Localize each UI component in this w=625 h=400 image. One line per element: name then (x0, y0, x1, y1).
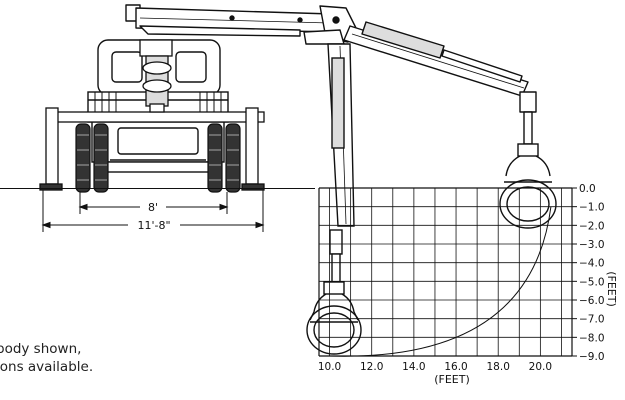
caption: body shown, ions available. (0, 340, 93, 376)
y-tick-label: 0.0 (579, 183, 596, 195)
dimension-outer-width: 11'-8" (137, 219, 170, 232)
grapple-upper (499, 143, 557, 229)
x-axis-ticks: 10.0 12.0 14.0 16.0 18.0 20.0 (318, 361, 552, 373)
caption-line-2: ions available. (0, 359, 94, 375)
truck-wheels (75, 123, 241, 193)
x-tick-label: 18.0 (487, 361, 510, 373)
y-tick-label: −7.0 (579, 314, 605, 326)
crane-mast (139, 39, 173, 113)
outrigger-leg-left (45, 107, 59, 185)
y-tick-label: −1.0 (579, 202, 605, 214)
wheel-right-inner (207, 123, 223, 193)
y-axis-ticks: 0.0 −1.0 −2.0 −3.0 −4.0 −5.0 −6.0 −7.0 −8.0 −9.0 (572, 183, 605, 363)
y-axis-label: (FEET) (605, 271, 618, 307)
dimension-inner-width: 8' (148, 201, 158, 214)
x-tick-label: 12.0 (360, 361, 383, 373)
x-tick-label: 16.0 (444, 361, 467, 373)
y-tick-label: −3.0 (579, 239, 605, 251)
x-axis-label: (FEET) (434, 373, 470, 386)
wheel-right-outer (225, 123, 241, 193)
dimension-lines (41, 190, 265, 232)
x-tick-label: 14.0 (402, 361, 425, 373)
outrigger-leg-right (245, 107, 259, 185)
grapple-lower (306, 281, 362, 355)
wheel-left-outer (75, 123, 91, 193)
y-tick-label: −5.0 (579, 276, 605, 288)
y-tick-label: −2.0 (579, 220, 605, 232)
y-tick-label: −6.0 (579, 295, 605, 307)
outriggers (39, 107, 265, 191)
reach-grid (318, 187, 573, 357)
crane-boom-vertical (327, 43, 355, 283)
caption-line-1: body shown, (0, 341, 82, 357)
y-tick-label: −9.0 (579, 351, 605, 363)
outrigger-beam (47, 111, 265, 123)
wheel-left-inner (93, 123, 109, 193)
y-tick-label: −8.0 (579, 332, 605, 344)
outrigger-pad-left (39, 183, 63, 191)
outrigger-pad-right (241, 183, 265, 191)
crane-boom (125, 4, 537, 145)
reach-arc (329, 206, 552, 357)
x-tick-label: 10.0 (318, 361, 341, 373)
x-tick-label: 20.0 (529, 361, 552, 373)
y-tick-label: −4.0 (579, 258, 605, 270)
